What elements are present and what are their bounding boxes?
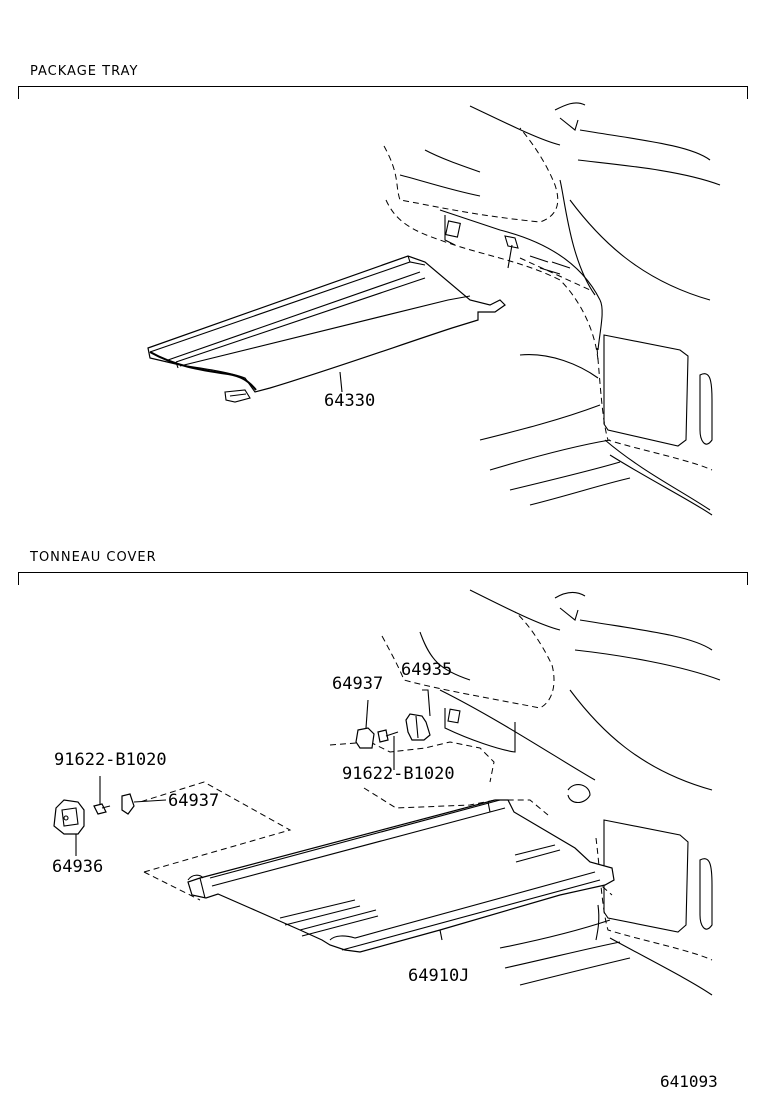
package-tray-title: PACKAGE TRAY (30, 64, 139, 79)
hardware-64937-upper (356, 700, 374, 748)
hardware-64937-left (122, 794, 166, 814)
tonneau-cover-part (188, 800, 614, 952)
part-number-64910j: 64910J (408, 966, 470, 986)
part-number-64935: 64935 (401, 660, 453, 680)
screw-91622-right (378, 730, 398, 770)
hardware-64936 (54, 800, 84, 856)
part-number-64936: 64936 (52, 857, 104, 877)
figure-number: 641093 (660, 1072, 718, 1091)
screw-91622-left (94, 776, 110, 814)
package-tray-part (148, 256, 505, 402)
part-number-64937-left: 64937 (168, 791, 220, 811)
package-tray-illustration (0, 0, 760, 530)
part-number-91622-b1020-right: 91622-B1020 (342, 764, 455, 784)
tonneau-cover-title: TONNEAU COVER (30, 550, 157, 565)
part-number-64937-upper: 64937 (332, 674, 384, 694)
vehicle-body-outline (384, 103, 720, 515)
part-number-64330: 64330 (324, 391, 376, 411)
part-number-91622-b1020-left: 91622-B1020 (54, 750, 167, 770)
hardware-64935 (406, 690, 430, 740)
vehicle-body-outline-lower (330, 590, 720, 995)
tonneau-cover-frame (18, 572, 748, 585)
tonneau-cover-illustration (0, 0, 760, 1040)
package-tray-frame (18, 86, 748, 99)
